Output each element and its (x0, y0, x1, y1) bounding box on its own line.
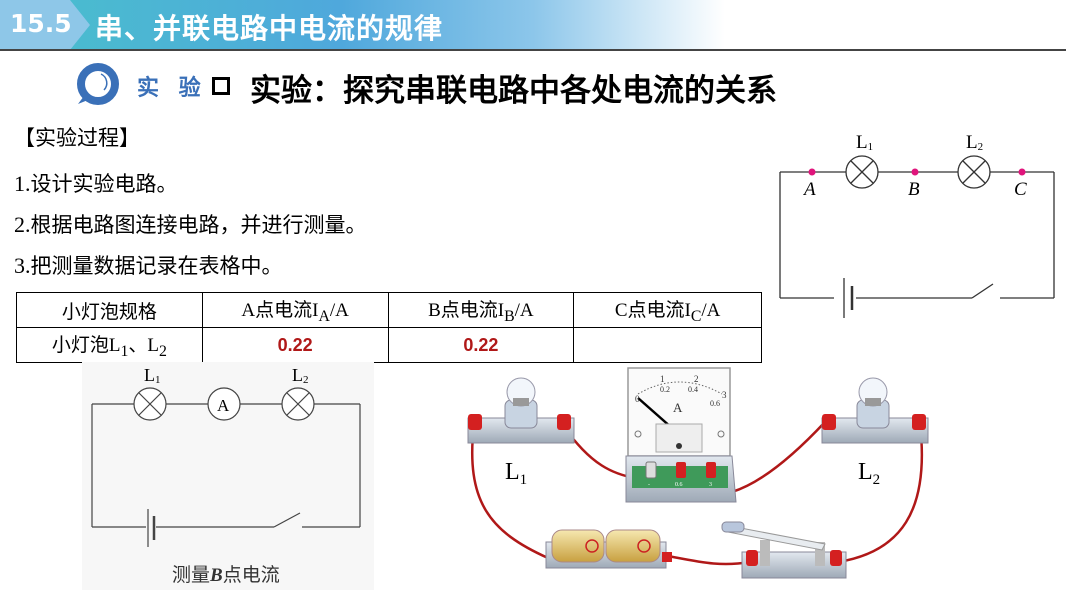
lamp-l2-apparatus-label: L2 (858, 459, 880, 488)
lamp-l1-apparatus (467, 377, 575, 444)
scale-label: 0 (635, 394, 640, 404)
point-b-label: B (908, 179, 920, 200)
step-number: 1. (14, 171, 31, 196)
step-3: 3.把测量数据记录在表格中。 (14, 250, 283, 280)
battery-apparatus (545, 529, 672, 569)
ammeter-label: A (217, 396, 230, 415)
table-cell-ib: 0.22 (387, 327, 575, 363)
section-number: 15.5 (10, 9, 72, 38)
measurement-table: 小灯泡规格 A点电流IA/A B点电流IB/A C点电流IC/A 小灯泡L1、L… (16, 292, 762, 363)
header-divider (0, 49, 1066, 51)
lamp-l1-symbol (133, 387, 167, 421)
lamp-l1-label: L1 (856, 132, 873, 153)
step-number: 3. (14, 253, 31, 278)
lamp-l2-symbol (957, 155, 991, 189)
table-row: 小灯泡L1、L2 0.22 0.22 (16, 327, 762, 363)
page-title: 串、并联电路中电流的规律 (95, 12, 444, 45)
experiment-title: 实验：探究串联电路中各处电流的关系 (250, 73, 777, 109)
measure-b-caption: 测量B点电流 (172, 564, 280, 586)
step-text: 把测量数据记录在表格中。 (30, 254, 283, 278)
magnifier-icon (77, 63, 119, 105)
series-circuit-diagram: A B C L1 L2 (779, 132, 1055, 318)
point-a-marker (808, 168, 816, 176)
table-header-cell: B点电流IB/A (387, 292, 575, 328)
table-header-cell: C点电流IC/A (573, 292, 762, 328)
experiment-label: 实 验 (137, 76, 207, 101)
ammeter-apparatus (625, 367, 737, 503)
battery-symbol (147, 509, 156, 547)
table-header-cell: 小灯泡规格 (16, 292, 203, 328)
step-1: 1.设计实验电路。 (14, 168, 178, 198)
point-a-label: A (802, 179, 816, 200)
scale-label: 3 (722, 390, 727, 400)
terminal-label: 3 (709, 482, 712, 488)
table-cell-ic (573, 327, 762, 363)
lamp-l2-symbol (281, 387, 315, 421)
step-number: 2. (14, 212, 31, 237)
point-b-marker (911, 168, 919, 176)
battery-symbol (843, 278, 854, 318)
checkbox-bullet-icon (212, 77, 230, 95)
point-c-label: C (1014, 179, 1027, 200)
table-header-row: 小灯泡规格 A点电流IA/A B点电流IB/A C点电流IC/A (16, 292, 762, 328)
process-heading: 【实验过程】 (14, 126, 140, 150)
scale-label: 0.4 (688, 385, 698, 394)
lamp-l2-label: L2 (966, 132, 983, 153)
point-c-marker (1018, 168, 1026, 176)
ammeter-symbol (207, 387, 241, 421)
scale-label: 0.6 (710, 399, 720, 408)
scale-label: 0.2 (660, 385, 670, 394)
meter-unit-label: A (673, 400, 683, 415)
lamp-l1-symbol (845, 155, 879, 189)
switch-apparatus (721, 521, 847, 579)
lamp-l2-label: L2 (292, 365, 309, 386)
header-banner (0, 0, 1066, 50)
lamp-l1-label: L1 (144, 365, 161, 386)
scale-label: 1 (660, 374, 665, 384)
step-2: 2.根据电路图连接电路，并进行测量。 (14, 209, 367, 239)
terminal-label: - (648, 482, 650, 488)
section-badge (0, 0, 90, 50)
lamp-l1-apparatus-label: L1 (505, 459, 527, 488)
lamp-l2-apparatus (821, 377, 929, 444)
step-text: 设计实验电路。 (30, 172, 178, 196)
scale-label: 2 (694, 374, 699, 384)
table-header-cell: A点电流IA/A (201, 292, 389, 328)
terminal-label: 0.6 (675, 482, 683, 488)
apparatus-illustration: L1 L2 0 1 2 3 0.2 0.4 0.6 A - 0.6 3 (467, 367, 929, 579)
table-row-label: 小灯泡L1、L2 (16, 327, 203, 363)
measure-b-circuit-diagram: A L1 L2 (82, 362, 374, 590)
step-text: 根据电路图连接电路，并进行测量。 (30, 213, 367, 237)
table-cell-ia: 0.22 (201, 327, 389, 363)
